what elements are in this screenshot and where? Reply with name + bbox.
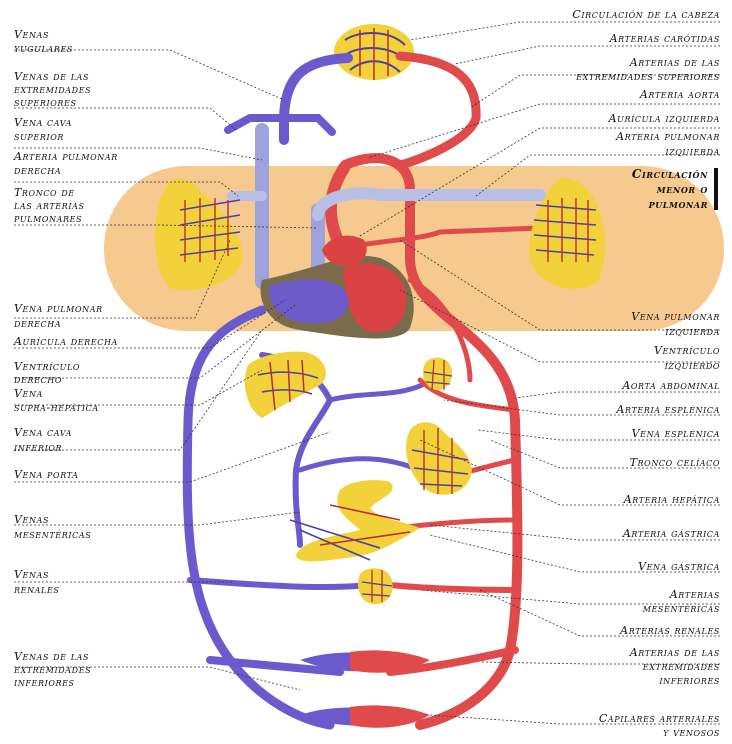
label-arteria-hepatica: Arteria hepática [623,493,720,506]
label-arteria-esplenica: Arteria esplénica [615,403,720,416]
right-labels: Circulación de la cabeza Arterias caróti… [572,8,720,739]
label-arterias-carotidas: Arterias carótidas [609,32,720,45]
label-arterias-renales: Arterias renales [619,624,720,637]
label-auricula-izquierda: Aurícula izquierda [608,112,720,125]
label-arteria-aorta: Arteria aorta [639,88,720,101]
venous-vessels [187,58,436,725]
label-auricula-derecha: Aurícula derecha [13,335,118,348]
label-arteria-gastrica: Arteria gástrica [622,527,720,540]
arterial-vessels [330,56,540,725]
label-aorta-abdominal: Aorta abdominal [621,379,720,392]
intestines [290,480,420,561]
stomach [406,422,472,495]
label-tronco-celiaco: Tronco celíaco [630,456,720,469]
label-circulacion-cabeza: Circulación de la cabeza [572,8,720,21]
label-vena-esplenica: Vena esplénica [632,427,720,440]
leader-lines [14,22,720,724]
label-vena-gastrica: Vena gástrica [638,560,720,573]
lower-capillaries [300,650,430,727]
liver [245,352,326,418]
callout-bar [714,168,718,210]
label-vena-porta: Vena porta [14,468,79,481]
kidney [358,568,393,604]
